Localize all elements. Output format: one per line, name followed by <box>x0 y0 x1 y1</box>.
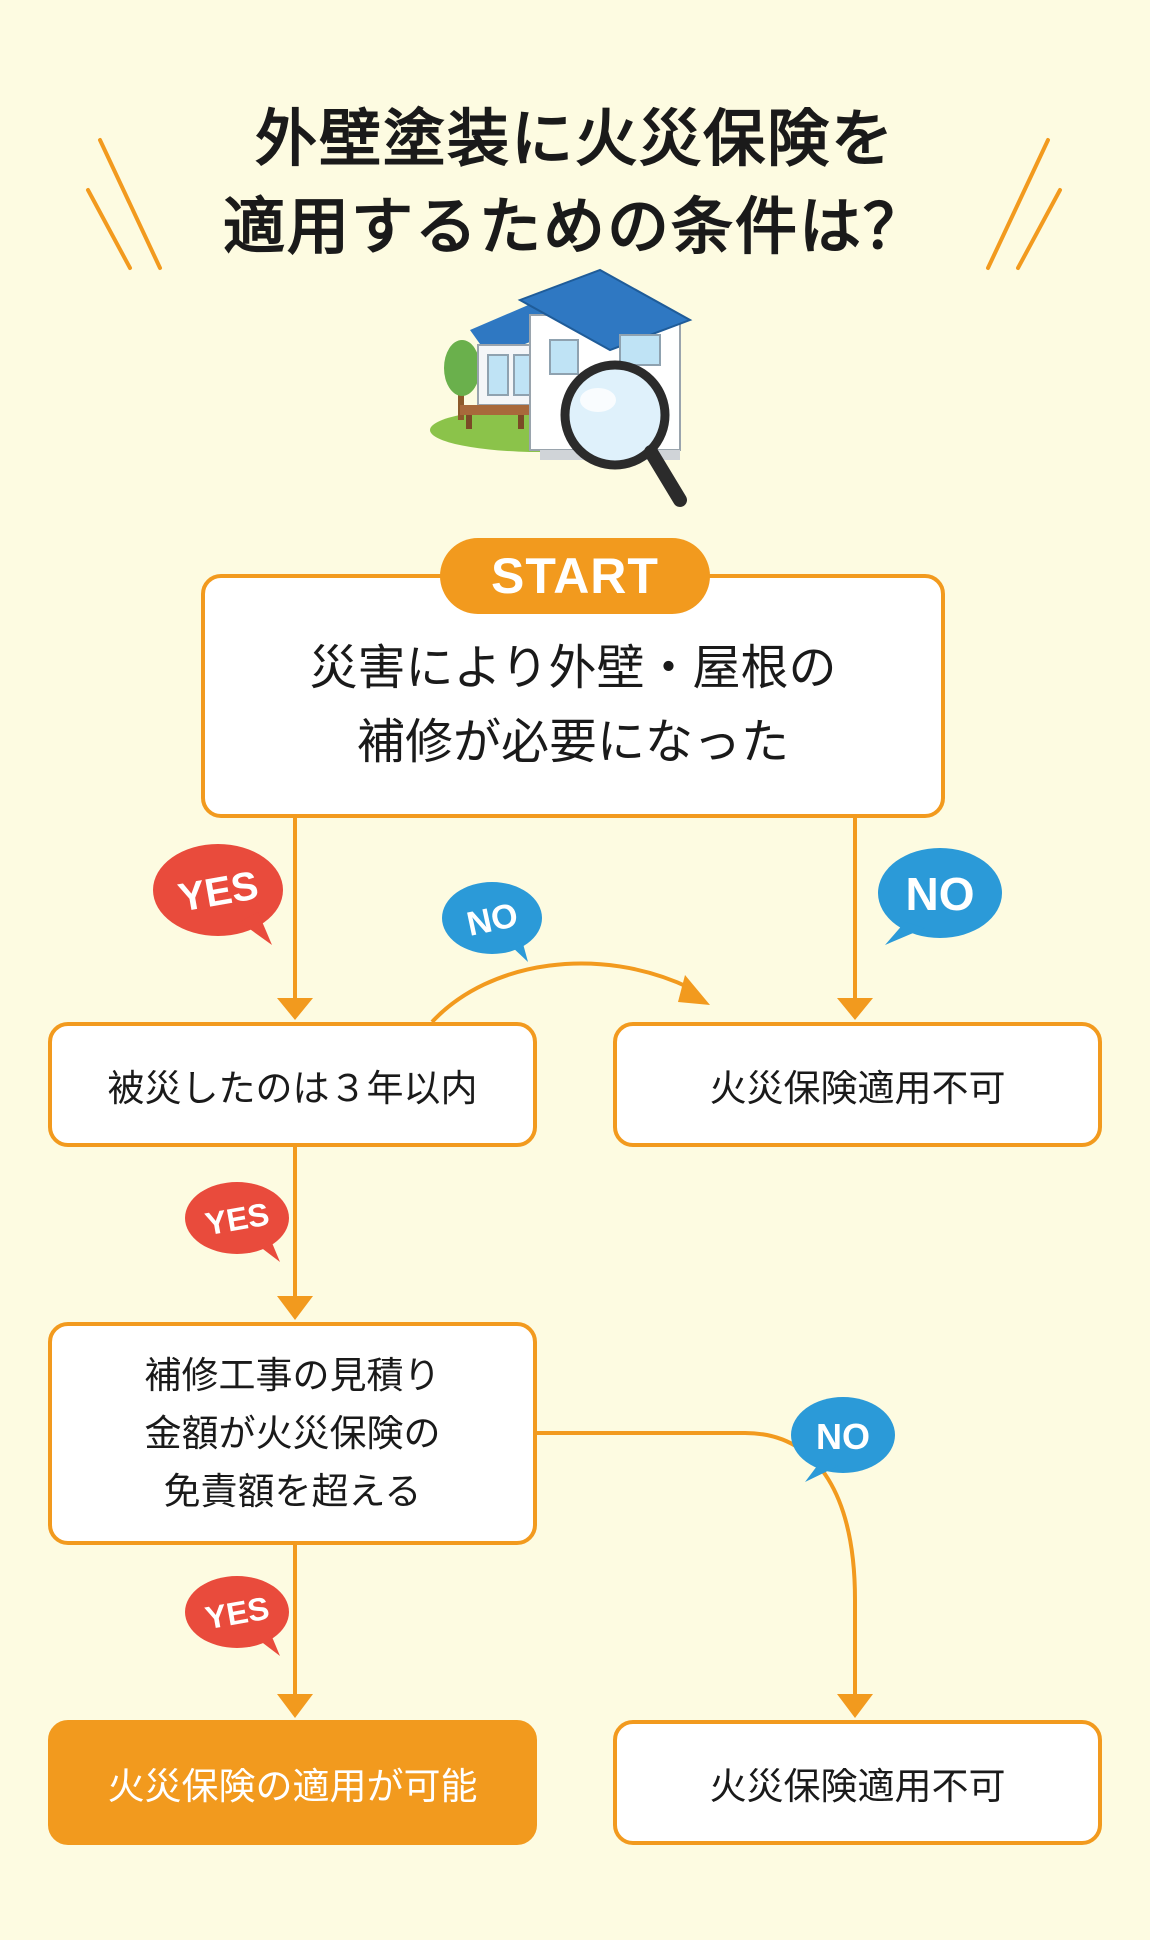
connector-3years-no <box>430 961 691 1024</box>
title-accent-left <box>86 138 162 270</box>
node-estimate-text: 補修工事の見積り 金額が火災保険の 免責額を超える <box>144 1353 441 1513</box>
title-line-1: 外壁塗装に火災保険を <box>254 102 895 175</box>
arrowheads <box>277 975 873 1718</box>
arrowhead-down-icon <box>277 1694 313 1718</box>
node-not-applicable-2-text: 火災保険適用不可 <box>709 1764 1006 1808</box>
no-bubble-1: NO <box>878 848 1002 945</box>
connectors <box>293 818 857 1698</box>
no-bubble-2: NO <box>442 882 542 962</box>
node-not-applicable-1: 火災保険適用不可 <box>613 1022 1102 1147</box>
house-magnifier-icon <box>430 268 693 507</box>
arrowhead-down-icon <box>837 998 873 1020</box>
title-line-2: 適用するための条件は？ <box>222 190 927 263</box>
node-insurance-applicable-text: 火災保険の適用が可能 <box>107 1764 478 1808</box>
title-accent-right <box>986 138 1062 270</box>
start-node: 災害により外壁・屋根の 補修が必要になった <box>201 574 945 818</box>
no-label: NO <box>906 868 975 920</box>
start-badge: START <box>440 538 710 614</box>
arrowhead-down-icon <box>277 998 313 1020</box>
yes-bubble-3: YES <box>185 1576 289 1656</box>
node-not-applicable-2: 火災保険適用不可 <box>613 1720 1102 1845</box>
yes-bubble-2: YES <box>185 1182 289 1262</box>
start-node-text: 災害により外壁・屋根の 補修が必要になった <box>309 640 837 770</box>
no-label: NO <box>816 1416 870 1457</box>
yes-bubble-1: YES <box>153 844 283 945</box>
arrowhead-down-icon <box>837 1694 873 1718</box>
no-bubble-3: NO <box>791 1397 895 1482</box>
arrowhead-diagonal-icon <box>678 975 710 1005</box>
node-within-3-years: 被災したのは３年以内 <box>48 1022 537 1147</box>
node-insurance-applicable: 火災保険の適用が可能 <box>48 1720 537 1845</box>
node-estimate-exceeds-deductible: 補修工事の見積り 金額が火災保険の 免責額を超える <box>48 1322 537 1545</box>
arrowhead-down-icon <box>277 1296 313 1320</box>
node-within-3-years-text: 被災したのは３年以内 <box>107 1066 478 1110</box>
connector-estimate-no <box>537 1431 857 1698</box>
node-not-applicable-1-text: 火災保険適用不可 <box>709 1066 1006 1110</box>
